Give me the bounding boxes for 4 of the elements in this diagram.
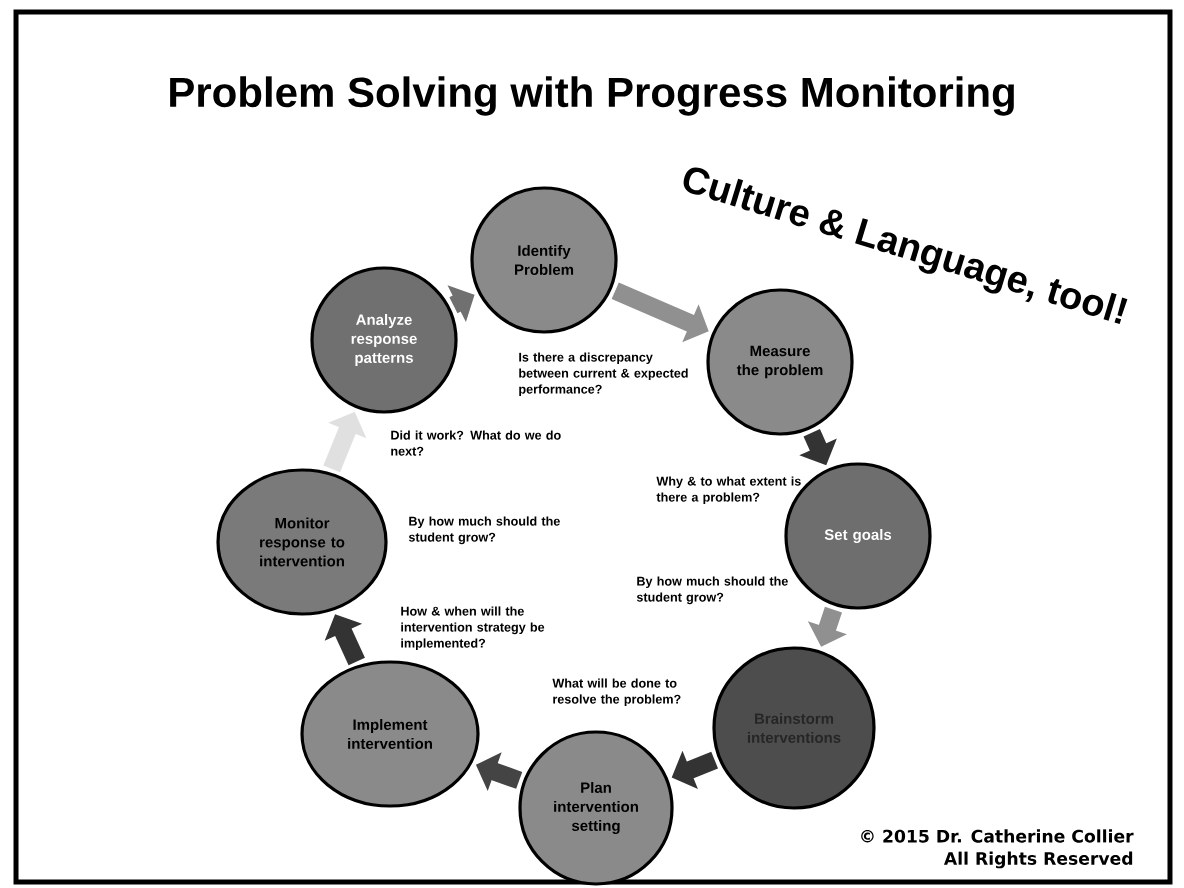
copyright-text: © 2015 Dr. Catherine Collier — [861, 829, 1134, 843]
block-arrow — [324, 614, 365, 666]
copyright-text: All Rights Reserved — [943, 851, 1133, 869]
title: Problem Solving with Progress Monitoring — [170, 76, 1014, 116]
